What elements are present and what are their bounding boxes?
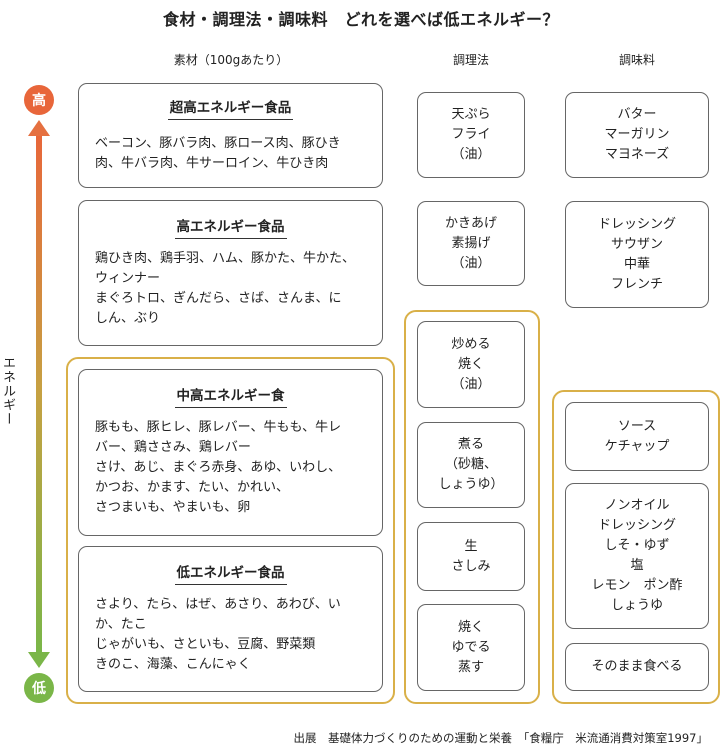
column-header-ingredients: 素材（100gあたり） bbox=[173, 53, 289, 67]
seasoning-line: しょうゆ bbox=[610, 598, 663, 613]
cooking-deep-fried: 天ぷら フライ （油） bbox=[417, 92, 525, 178]
cooking-line: 素揚げ bbox=[451, 235, 491, 251]
food-category-title: 超高エネルギー食品 bbox=[167, 100, 294, 120]
seasoning-line: ドレッシング bbox=[597, 216, 676, 232]
food-list-line: バー、鶏ささみ、鶏レバー bbox=[95, 440, 251, 455]
food-list-line: じゃがいも、さといも、豆腐、野菜類 bbox=[95, 637, 316, 652]
food-list-line: 豚もも、豚ヒレ、豚レバー、牛もも、牛レ bbox=[95, 420, 342, 435]
food-list-line: 肉、牛バラ肉、牛サーロイン、牛ひき肉 bbox=[95, 156, 329, 171]
seasoning-line: ノンオイル bbox=[604, 498, 670, 513]
page-title: 食材・調理法・調味料 どれを選べば低エネルギー？ bbox=[162, 10, 559, 29]
energy-axis-label: エネルギー bbox=[0, 356, 15, 426]
cooking-kakiage: かきあげ 素揚げ （油） bbox=[417, 201, 525, 286]
food-list-line: ベーコン、豚バラ肉、豚ロース肉、豚ひき bbox=[95, 136, 341, 151]
cooking-line: 炒める bbox=[451, 336, 491, 352]
food-list-line: 鶏ひき肉、鶏手羽、ハム、豚かた、牛かた、 bbox=[95, 251, 356, 266]
food-category-title: 中高エネルギー食 bbox=[174, 388, 287, 408]
cooking-line: しょうゆ） bbox=[438, 477, 504, 492]
seasoning-line: レモン ポン酢 bbox=[591, 578, 683, 593]
cooking-line: （油） bbox=[451, 376, 491, 392]
food-list-line: さつまいも、やまいも、卵 bbox=[95, 500, 251, 515]
energy-scale-arrow bbox=[28, 120, 50, 668]
cooking-line: 焼く bbox=[457, 356, 484, 372]
low-energy-cooking-group bbox=[404, 310, 540, 704]
cooking-grill-boil-steam: 焼く ゆでる 蒸す bbox=[417, 604, 525, 691]
cooking-line: 蒸す bbox=[457, 659, 484, 675]
scale-low-badge: 低 bbox=[24, 673, 54, 703]
food-list-line: きのこ、海藻、こんにゃく bbox=[95, 657, 251, 672]
cooking-line: （砂糖、 bbox=[444, 457, 497, 472]
seasoning-line: フレンチ bbox=[610, 276, 663, 292]
seasoning-line: サウザン bbox=[610, 236, 663, 252]
cooking-line: （油） bbox=[451, 147, 491, 162]
seasoning-line: 塩 bbox=[630, 558, 644, 573]
food-category-high: 高エネルギー食品 鶏ひき肉、鶏手羽、ハム、豚かた、牛かた、 ウィンナー まぐろト… bbox=[78, 200, 383, 346]
food-category-title: 高エネルギー食品 bbox=[174, 219, 287, 239]
seasoning-line: 中華 bbox=[623, 256, 650, 272]
cooking-line: フライ bbox=[451, 127, 491, 142]
food-category-title: 低エネルギー食品 bbox=[174, 565, 287, 585]
cooking-line: （油） bbox=[451, 255, 491, 271]
food-list-line: さけ、あじ、まぐろ赤身、あゆ、いわし、 bbox=[95, 460, 342, 475]
food-list-line: まぐろトロ、ぎんだら、さば、さんま、に bbox=[95, 291, 342, 306]
seasoning-none: そのまま食べる bbox=[565, 643, 709, 691]
food-list-line: かつお、かます、たい、かれい、 bbox=[95, 480, 289, 495]
food-list-line: さより、たら、はぜ、あさり、あわび、い bbox=[95, 597, 341, 612]
seasoning-sauce: ソース ケチャップ bbox=[565, 402, 709, 471]
cooking-simmer: 煮る （砂糖、 しょうゆ） bbox=[417, 422, 525, 508]
seasoning-line: しそ・ゆず bbox=[604, 538, 670, 553]
seasoning-line: マーガリン bbox=[604, 127, 670, 142]
food-list-line: か、たこ bbox=[95, 617, 147, 632]
low-energy-seasoning-group bbox=[552, 390, 720, 704]
cooking-line: 天ぷら bbox=[451, 107, 491, 122]
seasoning-line: ソース bbox=[617, 418, 657, 434]
column-header-cooking: 調理法 bbox=[452, 53, 489, 67]
seasoning-line: そのまま食べる bbox=[591, 659, 683, 674]
food-category-very-high: 超高エネルギー食品 ベーコン、豚バラ肉、豚ロース肉、豚ひき 肉、牛バラ肉、牛サー… bbox=[78, 83, 383, 188]
cooking-raw: 生 さしみ bbox=[417, 522, 525, 591]
cooking-line: さしみ bbox=[451, 558, 491, 574]
seasoning-line: ケチャップ bbox=[604, 438, 670, 454]
low-energy-ingredients-group bbox=[66, 357, 395, 704]
seasoning-butter: バター マーガリン マヨネーズ bbox=[565, 92, 709, 178]
seasoning-dressing: ドレッシング サウザン 中華 フレンチ bbox=[565, 201, 709, 308]
cooking-stir-fry: 炒める 焼く （油） bbox=[417, 321, 525, 408]
food-category-mid-high: 中高エネルギー食 豚もも、豚ヒレ、豚レバー、牛もも、牛レ バー、鶏ささみ、鶏レバ… bbox=[78, 369, 383, 536]
seasoning-non-oil: ノンオイル ドレッシング しそ・ゆず 塩 レモン ポン酢 しょうゆ bbox=[565, 483, 709, 629]
food-category-low: 低エネルギー食品 さより、たら、はぜ、あさり、あわび、い か、たこ じゃがいも、… bbox=[78, 546, 383, 692]
seasoning-line: ドレッシング bbox=[597, 518, 676, 533]
cooking-line: 焼く bbox=[457, 619, 484, 635]
cooking-line: ゆでる bbox=[451, 639, 491, 655]
seasoning-line: マヨネーズ bbox=[604, 147, 670, 162]
food-list-line: しん、ぶり bbox=[95, 311, 161, 326]
seasoning-line: バター bbox=[617, 107, 657, 122]
food-list-line: ウィンナー bbox=[95, 271, 161, 286]
cooking-line: 生 bbox=[464, 538, 478, 554]
cooking-line: かきあげ bbox=[444, 215, 497, 231]
cooking-line: 煮る bbox=[457, 437, 484, 452]
column-header-seasoning: 調味料 bbox=[618, 53, 655, 67]
scale-high-badge: 高 bbox=[24, 85, 54, 115]
source-citation: 出展 基礎体力づくりのための運動と栄養 「食糧庁 米流通消費対策室1997」 bbox=[293, 731, 708, 745]
